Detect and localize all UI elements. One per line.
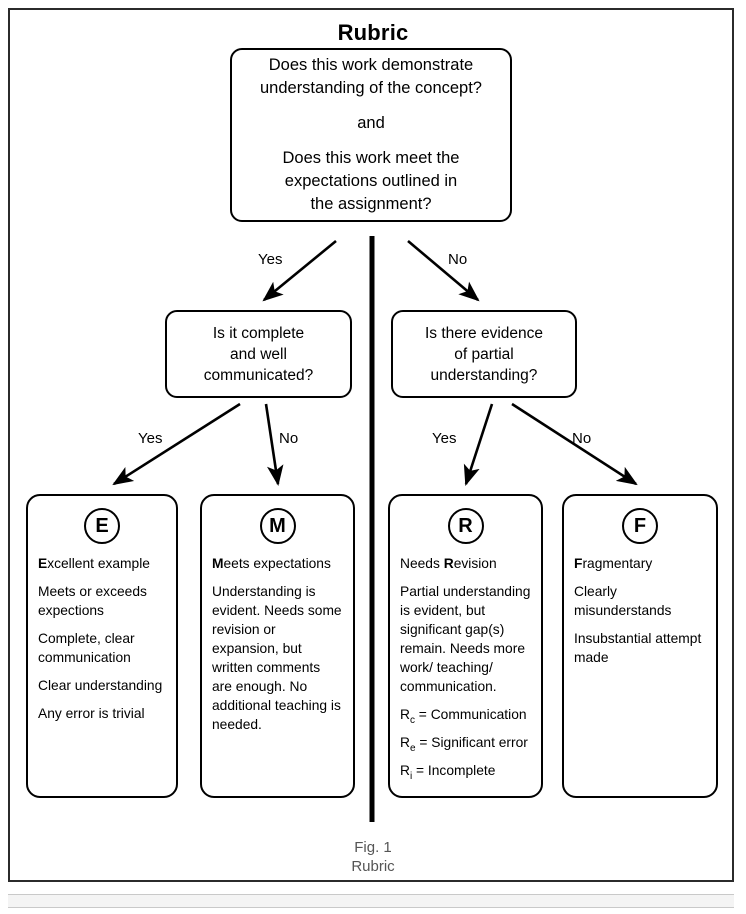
outcome-e-body-1: Meets or exceeds expections [38,584,147,618]
outcome-card-excellent: E Excellent example Meets or exceeds exp… [26,494,178,798]
decision-box-is-it-complete: Is it complete and well communicated? [165,310,352,398]
outcome-r-code-1: Rc = Communication [400,705,531,726]
outcome-r-code-3-symbol: R [400,763,410,778]
outcome-r-code-1-subscript: c [409,714,415,726]
decision-left-line-1: Is it complete [212,324,305,342]
outcome-card-meets: M Meets expectations Understanding is ev… [200,494,355,798]
outcome-m-heading: Meets expectations [212,554,343,573]
outcome-r-code-2: Re = Significant error [400,733,531,754]
figure-caption-label: Rubric [351,858,395,875]
outcome-e-heading-initial: E [38,556,48,571]
figure-caption-number: Fig. 1 [354,839,392,856]
root-question-line-4: expectations outlined in [284,172,458,190]
edge-label-right-yes: Yes [432,430,457,447]
badge-m-icon: M [259,508,296,544]
outcome-r-code-3-subscript: i [409,770,413,782]
page-bottom-strip [8,894,734,908]
badge-r-icon: R [447,508,484,544]
outcome-f-heading: Fragmentary [574,554,706,573]
outcome-m-heading-initial: M [212,556,224,571]
outcome-f-body-2: Insubstantial attempt made [574,631,702,665]
outcome-r-code-1-symbol: R [400,707,410,722]
outcome-card-fragmentary: F Fragmentary Clearly misunderstands Ins… [562,494,718,798]
outcome-e-body-2: Complete, clear communication [38,631,135,665]
decision-right-line-2: of partial [454,345,514,363]
page-title: Rubric [337,20,409,45]
outcome-r-heading-prefix: Needs [400,556,444,571]
decision-left-text: Is it complete and well communicated? [204,323,313,386]
decision-box-partial-understanding: Is there evidence of partial understandi… [391,310,577,398]
outcome-r-heading-initial: R [443,556,454,571]
edge-label-root-no: No [448,251,468,268]
outcome-r-code-1-definition: = Communication [414,707,527,722]
root-question-connector: and [357,114,385,132]
outcome-f-heading-initial: F [574,556,583,571]
edge-label-root-yes: Yes [258,251,283,268]
outcome-e-heading-rest: xcellent example [47,556,150,571]
outcome-e-body-4: Any error is trivial [38,706,145,721]
outcome-r-code-2-symbol: R [400,735,410,750]
outcome-r-code-3-definition: = Incomplete [412,763,496,778]
outcome-e-heading: Excellent example [38,554,166,573]
decision-right-line-1: Is there evidence [424,324,544,342]
figure-caption: Fig. 1 Rubric [0,838,746,876]
edge-label-left-yes: Yes [138,430,163,447]
outcome-r-code-2-definition: = Significant error [415,735,528,750]
outcome-r-code-2-subscript: e [409,742,416,754]
edge-label-right-no: No [572,430,592,447]
outcome-m-heading-rest: eets expectations [223,556,331,571]
outcome-f-body-1: Clearly misunderstands [574,584,672,618]
decision-left-line-2: and well [230,345,287,363]
outcome-r-heading-rest: evision [453,556,497,571]
badge-f-icon: F [622,508,658,544]
root-question-part-2: Does this work meet the expectations out… [283,147,460,216]
outcome-f-heading-rest: ragmentary [582,556,653,571]
decision-right-text: Is there evidence of partial understandi… [425,323,543,386]
outcome-e-body-3: Clear understanding [38,678,163,693]
edge-label-left-no: No [279,430,299,447]
root-question-box: Does this work demonstrate understanding… [230,48,512,222]
root-question-line-5: the assignment? [310,195,432,213]
root-question-line-2: understanding of the concept? [259,79,482,97]
outcome-r-body-1: Partial understanding is evident, but si… [400,584,531,694]
decision-right-line-3: understanding? [430,366,538,384]
outcome-r-code-3: Ri = Incomplete [400,761,531,782]
outcome-card-revision: R Needs Revision Partial understanding i… [388,494,543,798]
outcome-m-body-1: Understanding is evident. Needs some rev… [212,584,342,732]
badge-e-icon: E [84,508,120,544]
outcome-r-heading: Needs Revision [400,554,531,573]
root-question-part-1: Does this work demonstrate understanding… [260,54,482,100]
root-question-line-3: Does this work meet the [282,149,460,167]
root-question-line-1: Does this work demonstrate [268,56,474,74]
decision-left-line-3: communicated? [203,366,314,384]
